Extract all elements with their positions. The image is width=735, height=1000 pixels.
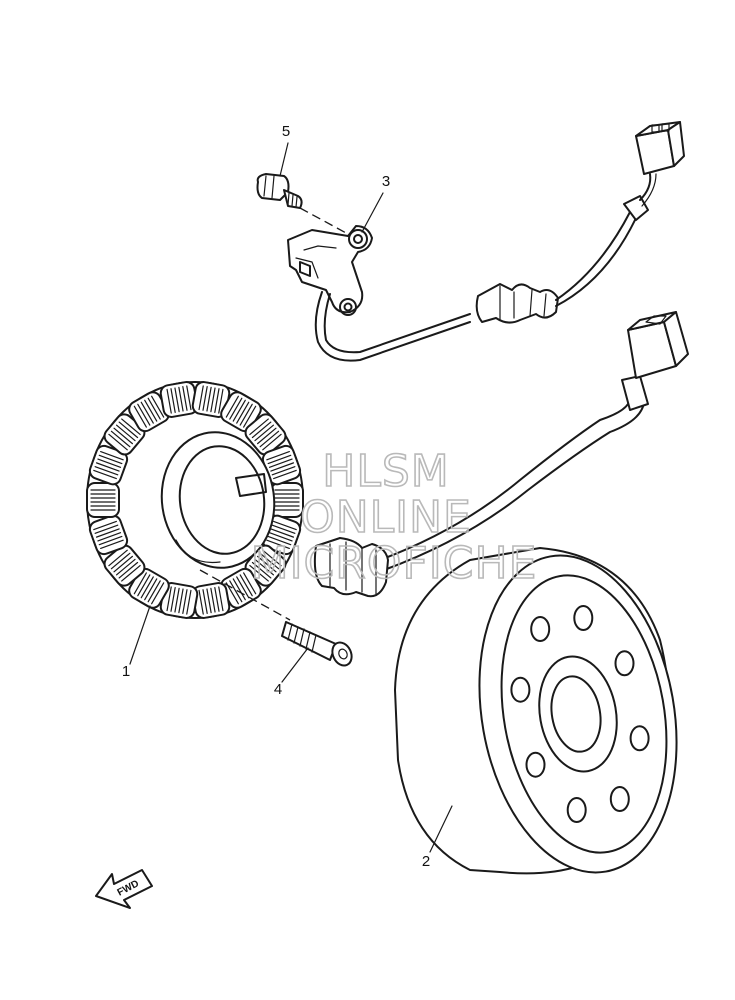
callout-label-2: 2 xyxy=(422,853,430,870)
pickup-coil[interactable] xyxy=(287,225,373,316)
rotor-hole xyxy=(566,797,587,823)
callout-label-1: 1 xyxy=(122,663,130,680)
stator-connector xyxy=(627,311,689,379)
stator-tooth xyxy=(191,582,231,619)
rotor-hole xyxy=(609,786,630,812)
stator-tooth xyxy=(86,482,120,518)
pickup-connector xyxy=(635,121,685,175)
stator-tooth xyxy=(270,482,304,518)
callout-4: 4 xyxy=(274,647,309,698)
pickup-wire xyxy=(314,173,657,362)
callout-label-3: 3 xyxy=(382,173,390,190)
stator-tooth xyxy=(159,381,199,418)
fwd-arrow-icon: FWD xyxy=(95,869,153,909)
rotor-hole xyxy=(530,616,551,642)
watermark: HLSM ONLINE MICROFICHE xyxy=(250,445,538,590)
stator-tooth xyxy=(159,582,199,619)
stator-wire xyxy=(379,375,649,571)
rotor-hole xyxy=(614,650,635,677)
pickup-bolt[interactable] xyxy=(256,173,303,209)
stator[interactable] xyxy=(86,381,304,619)
stator-tooth xyxy=(103,413,146,456)
stator-bolt[interactable] xyxy=(281,621,355,669)
grommet xyxy=(313,537,389,598)
rotor-hole xyxy=(629,725,650,752)
callout-label-5: 5 xyxy=(282,123,290,140)
callout-5: 5 xyxy=(279,123,290,177)
stator-tooth xyxy=(261,444,302,486)
rotor-hole xyxy=(510,676,531,703)
callout-1: 1 xyxy=(122,605,151,680)
callout-2: 2 xyxy=(422,805,453,870)
rotor-hole xyxy=(573,605,594,631)
stator-teeth xyxy=(86,381,304,619)
stator-tooth xyxy=(244,413,287,456)
rotor[interactable] xyxy=(394,540,700,888)
stator-tooth xyxy=(103,544,146,587)
watermark-line-3: MICROFICHE xyxy=(251,538,538,589)
rotor-hole xyxy=(525,751,546,778)
rotor-holes xyxy=(510,605,650,823)
stator-tooth xyxy=(128,567,170,609)
callout-3: 3 xyxy=(361,173,390,233)
stator-tooth xyxy=(88,514,129,556)
callout-label-4: 4 xyxy=(274,681,282,698)
stator-tooth xyxy=(128,391,170,433)
watermark-line-1: HLSM xyxy=(322,446,450,497)
watermark-line-2: ONLINE xyxy=(300,492,472,543)
